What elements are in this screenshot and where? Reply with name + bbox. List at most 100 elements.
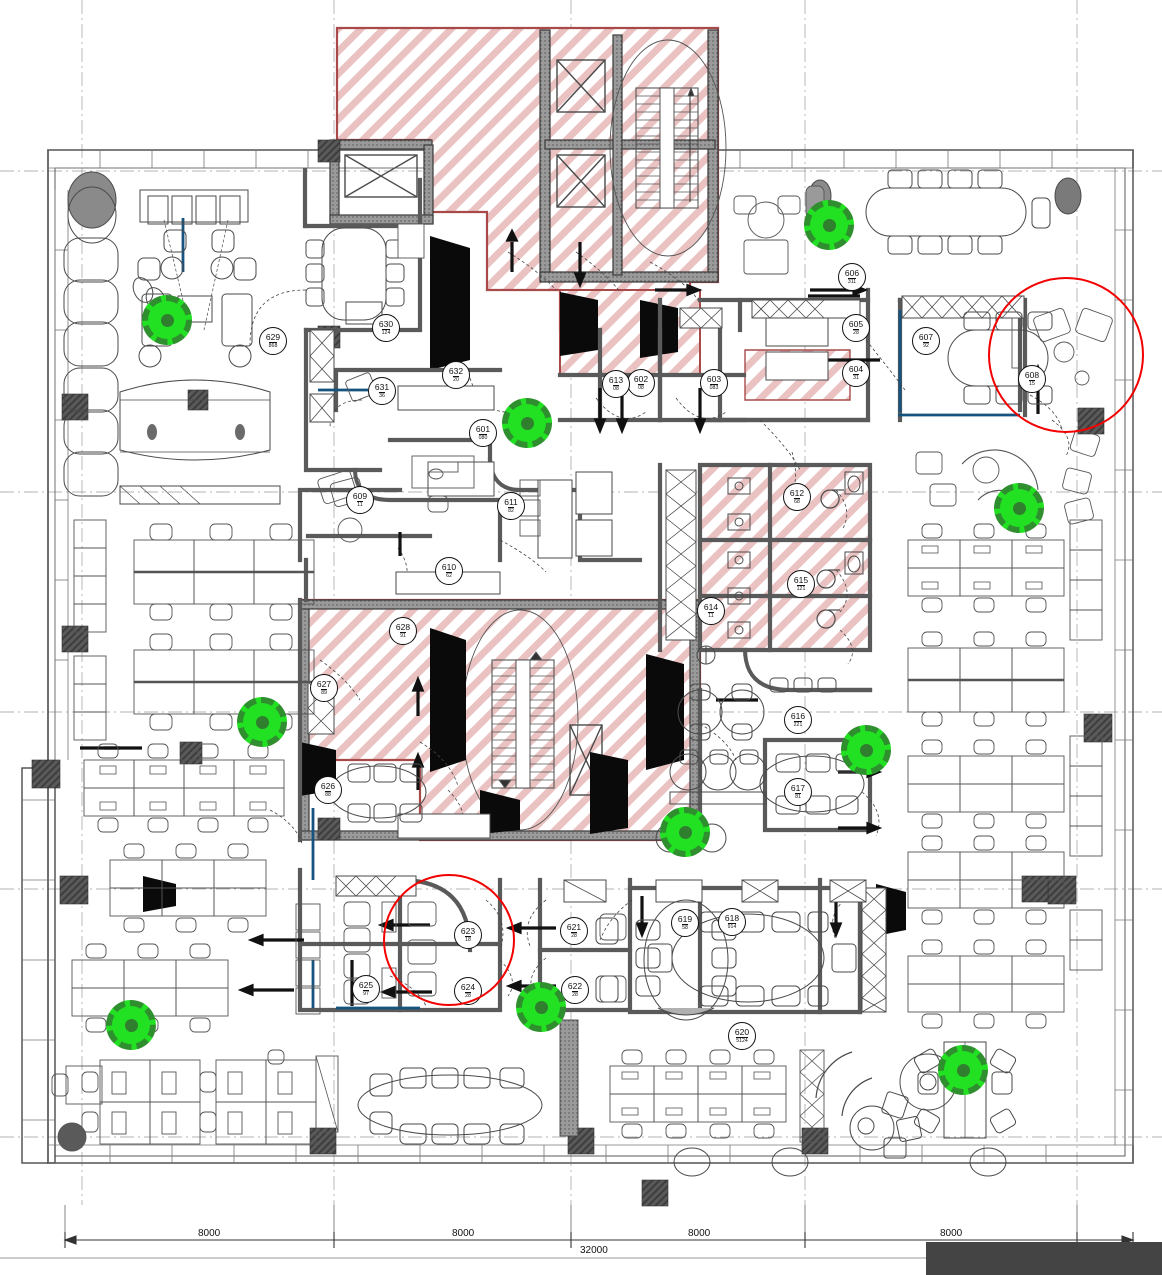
marker-desks-bottom-left[interactable] — [106, 1000, 156, 1050]
room-tag-area: 08 — [638, 384, 644, 391]
room-tag-number: 615 — [793, 575, 809, 586]
room-tag-area: 124 — [381, 329, 391, 336]
room-tag-number: 610 — [441, 562, 457, 573]
room-tag-number: 632 — [448, 366, 464, 377]
room-tag-area: 20 — [453, 376, 459, 383]
marker-corridor-center[interactable] — [502, 398, 552, 448]
room-tag-number: 601 — [475, 424, 491, 435]
meeting-center-bottom — [357, 1067, 543, 1145]
room-tag-area: 11 — [357, 501, 363, 508]
room-tag-area: 89 — [321, 689, 327, 696]
room-tag-area: 91 — [400, 632, 406, 639]
open-desks-right — [907, 519, 1103, 1029]
room-tag-area: 914 — [727, 923, 737, 930]
room-tag-area: 31 — [853, 374, 859, 381]
room-tag-number: 630 — [378, 319, 394, 330]
glass-walls — [181, 218, 1020, 1010]
room-tag-area: 080 — [478, 434, 488, 441]
room-tag-number: 627 — [316, 679, 332, 690]
dimension-label: 8000 — [940, 1228, 963, 1239]
marker-collab-bottom-right[interactable] — [938, 1045, 988, 1095]
room-tag-area: 36 — [379, 392, 385, 399]
marker-lounge-left[interactable] — [142, 295, 192, 345]
office-621-622 — [599, 913, 627, 1003]
room-tag-number: 612 — [789, 488, 805, 499]
room-tag-number: 631 — [374, 382, 390, 393]
marker-cafe-center[interactable] — [660, 807, 710, 857]
dimension-label: 8000 — [452, 1228, 475, 1239]
room-tag-area: 083 — [709, 384, 719, 391]
room-tag-area: 62 — [446, 572, 452, 579]
marker-desks-right-upper[interactable] — [994, 483, 1044, 533]
open-desks-bottom-left — [51, 743, 339, 1152]
room-tag-number: 622 — [567, 981, 583, 992]
room-tag-number: 609 — [352, 491, 368, 502]
annotation-circle-bottom-left[interactable] — [383, 874, 515, 1006]
millwork-counters — [307, 295, 1025, 1013]
marker-corridor-left[interactable] — [237, 697, 287, 747]
meeting-626 — [329, 763, 427, 823]
marker-corridor-bottom[interactable] — [516, 982, 566, 1032]
workstation-cubicles-left — [73, 519, 315, 741]
marker-desks-right-mid[interactable] — [841, 725, 891, 775]
core-black-wedges — [143, 236, 906, 936]
room-tag-area: 68 — [794, 498, 800, 505]
dimension-label: 8000 — [198, 1228, 221, 1239]
room-tag-number: 613 — [608, 375, 624, 386]
room-tag-number: 621 — [566, 922, 582, 933]
meeting-619 — [635, 899, 737, 1021]
room-tag-number: 628 — [395, 622, 411, 633]
room-tag-area: 88 — [325, 791, 331, 798]
open-desks-bottom-center — [559, 1019, 825, 1143]
room-tag-number: 620 — [734, 1027, 750, 1038]
room-tag-number: 629 — [265, 332, 281, 343]
boardroom-618 — [647, 911, 857, 1007]
room-tag-area: 81 — [795, 793, 801, 800]
marker-boardroom-top[interactable] — [804, 200, 854, 250]
total-dimension-label: 32000 — [580, 1245, 608, 1256]
annotation-circle-top-right[interactable] — [988, 277, 1144, 433]
room-tag-number: 618 — [724, 913, 740, 924]
toilet-fixtures — [696, 471, 864, 665]
room-tag-area: 221 — [793, 721, 803, 728]
room-tag-area: 92 — [923, 342, 929, 349]
room-tag-number: 625 — [358, 980, 374, 991]
room-tag-number: 614 — [703, 602, 719, 613]
room-tag-area: 97 — [363, 990, 369, 997]
collab-right-mid — [915, 449, 1094, 525]
office-601-region — [317, 455, 475, 543]
room-tag-area: 82 — [508, 507, 514, 514]
room-tag-number: 602 — [633, 374, 649, 385]
